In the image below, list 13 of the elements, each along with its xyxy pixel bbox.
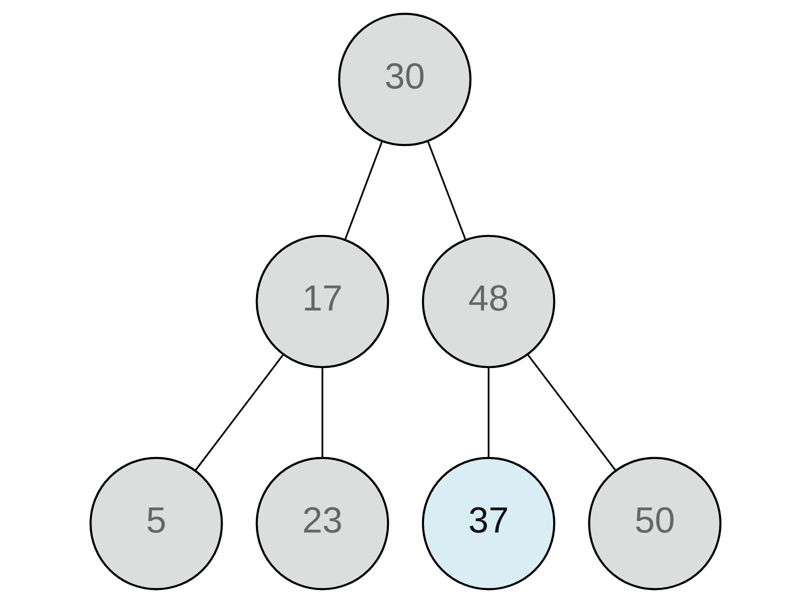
node-circle: 48 xyxy=(422,234,556,368)
connector xyxy=(344,141,383,240)
node-circle: 37 xyxy=(422,456,556,590)
node-circle: 30 xyxy=(338,12,472,146)
connector xyxy=(488,368,490,458)
node-circle: 23 xyxy=(256,456,390,590)
connector xyxy=(322,368,324,458)
node-circle: 5 xyxy=(90,456,223,590)
node-circle: 17 xyxy=(256,234,390,368)
node-circle: 50 xyxy=(588,456,722,590)
connector xyxy=(427,141,466,240)
connector xyxy=(194,354,284,472)
connector xyxy=(527,354,616,472)
